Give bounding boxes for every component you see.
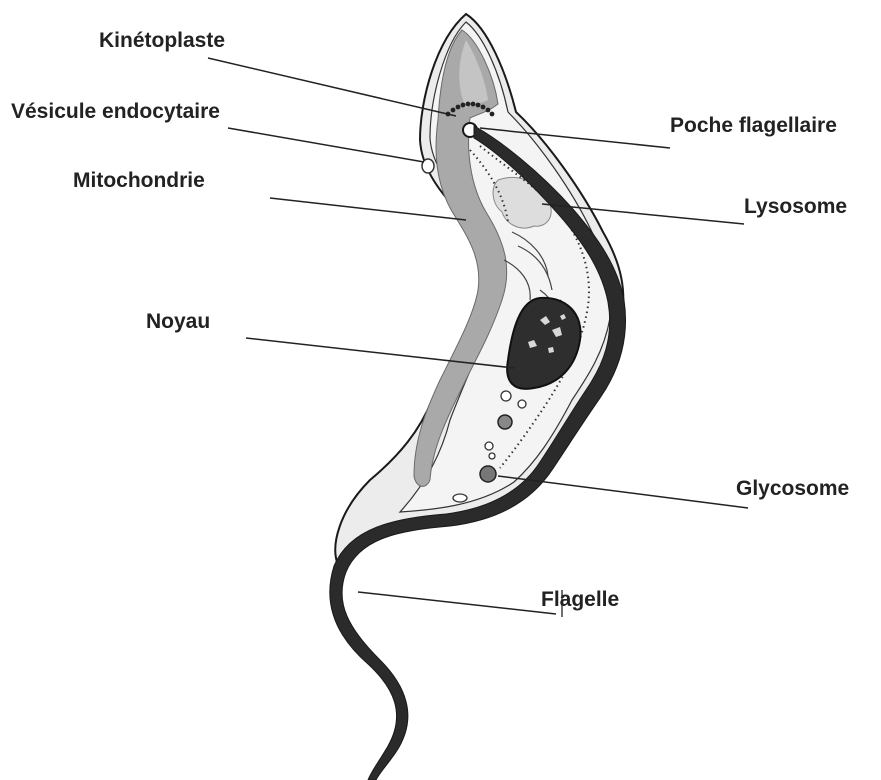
label-poche-flagellaire: Poche flagellaire (670, 115, 837, 136)
label-glycosome: Glycosome (736, 478, 849, 499)
leader-glycosome (498, 476, 748, 508)
endocytic-vesicle-shape (422, 159, 434, 173)
glycosome-shape (480, 466, 496, 482)
label-lysosome: Lysosome (744, 196, 847, 217)
label-flagelle: Flagelle (541, 589, 619, 610)
label-vesicule-endocytaire: Vésicule endocytaire (11, 101, 220, 122)
leader-vesicule (228, 128, 424, 162)
leader-kinetoplaste (208, 58, 456, 116)
leader-flagelle (358, 592, 556, 614)
label-noyau: Noyau (146, 311, 210, 332)
label-mitochondrie: Mitochondrie (73, 170, 205, 191)
glycosome-shape-2 (498, 415, 512, 429)
label-kinetoplaste: Kinétoplaste (99, 30, 225, 51)
leader-mitochondrie (270, 198, 466, 220)
